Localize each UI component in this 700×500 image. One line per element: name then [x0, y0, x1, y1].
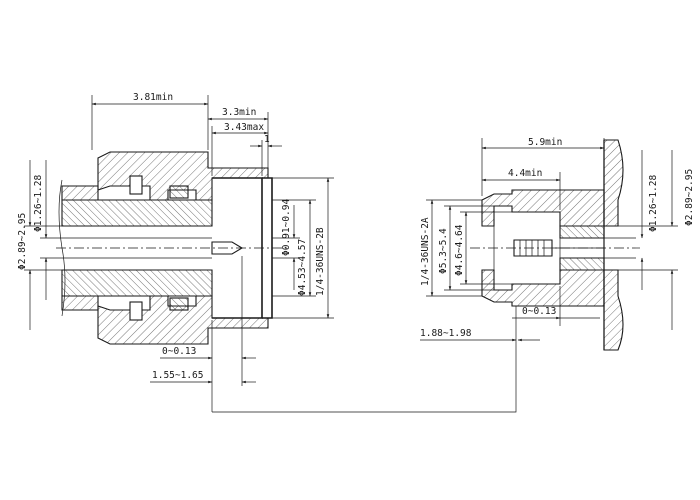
- label-53: Φ5.3~5.4: [438, 228, 449, 274]
- left-upper-seal: [169, 185, 189, 199]
- right-flange-top: [603, 139, 624, 227]
- label-013: 0~0.13: [162, 346, 196, 357]
- label-188: 1.88~1.98: [420, 328, 472, 339]
- right-upper-dielectric: [559, 225, 605, 239]
- label-343: 3.43max: [224, 122, 264, 133]
- left-lower-oring: [129, 301, 143, 321]
- right-connector-body: [470, 139, 640, 351]
- left-connector-body: [56, 151, 290, 345]
- left-upper-dielectric: [61, 199, 213, 227]
- left-outer-tube: [61, 185, 99, 201]
- left-outer-tube-low: [61, 295, 99, 311]
- right-dimensions: 5.9min 4.4min 1/4-36UNS-2A Φ5.3~5.4 Φ4.6…: [420, 137, 695, 346]
- label-289r: Φ2.89~2.95: [684, 169, 695, 226]
- left-dimensions: 3.81min 3.3min 3.43max 1 Φ0.91~0.94 Φ4.5…: [17, 92, 334, 412]
- label-091: Φ0.91~0.94: [281, 199, 292, 256]
- label-46: Φ4.6~4.64: [454, 224, 465, 276]
- left-lower-seal: [169, 297, 189, 311]
- label-44: 4.4min: [508, 168, 542, 179]
- left-lower-dielectric: [61, 269, 213, 297]
- label-thread-2b: 1/4-36UNS-2B: [315, 227, 326, 296]
- label-thread-2a: 1/4-36UNS-2A: [420, 217, 431, 286]
- right-upper-body: [481, 189, 605, 227]
- right-lower-body: [481, 269, 605, 307]
- label-155: 1.55~1.65: [152, 370, 203, 381]
- link-line: [212, 346, 517, 413]
- label-59: 5.9min: [528, 137, 562, 148]
- label-33: 3.3min: [222, 107, 256, 118]
- left-break-line: [58, 179, 66, 317]
- label-381: 3.81min: [133, 92, 173, 103]
- label-013r: 0~0.13: [522, 306, 556, 317]
- right-flange-bottom: [603, 269, 624, 351]
- left-upper-oring: [129, 175, 143, 195]
- label-289: Φ2.89~2.95: [17, 213, 28, 270]
- label-126r: Φ1.26~1.28: [648, 175, 659, 232]
- label-453: Φ4.53~4.57: [297, 239, 308, 296]
- right-lower-dielectric: [559, 257, 605, 271]
- label-126: Φ1.26~1.28: [33, 175, 44, 232]
- label-1: 1: [264, 134, 270, 145]
